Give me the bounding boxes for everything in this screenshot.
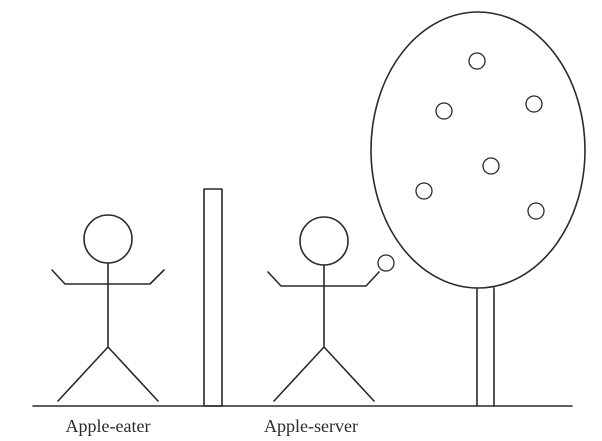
tree-apple (416, 183, 432, 199)
server-left-arm (268, 272, 324, 286)
eater-right-leg (108, 347, 158, 401)
tree-apple (483, 158, 499, 174)
eater-right-arm (108, 270, 164, 284)
tree-apple (528, 203, 544, 219)
wall (204, 189, 222, 406)
tree-apple (469, 53, 485, 69)
eater-left-leg (58, 347, 108, 401)
tree-apple (526, 96, 542, 112)
eater-left-arm (52, 270, 108, 284)
apple-server-figure (268, 217, 394, 401)
apple-eater-figure (52, 215, 164, 401)
server-right-leg (324, 347, 374, 401)
apple-server-label: Apple-server (264, 416, 358, 436)
apple-eater-label: Apple-eater (66, 416, 151, 436)
held-apple (378, 255, 394, 271)
tree-apple (436, 103, 452, 119)
server-right-arm (324, 272, 379, 286)
apple-tree (371, 12, 585, 406)
server-head (300, 217, 348, 265)
server-left-leg (274, 347, 324, 401)
eater-head (84, 215, 132, 263)
